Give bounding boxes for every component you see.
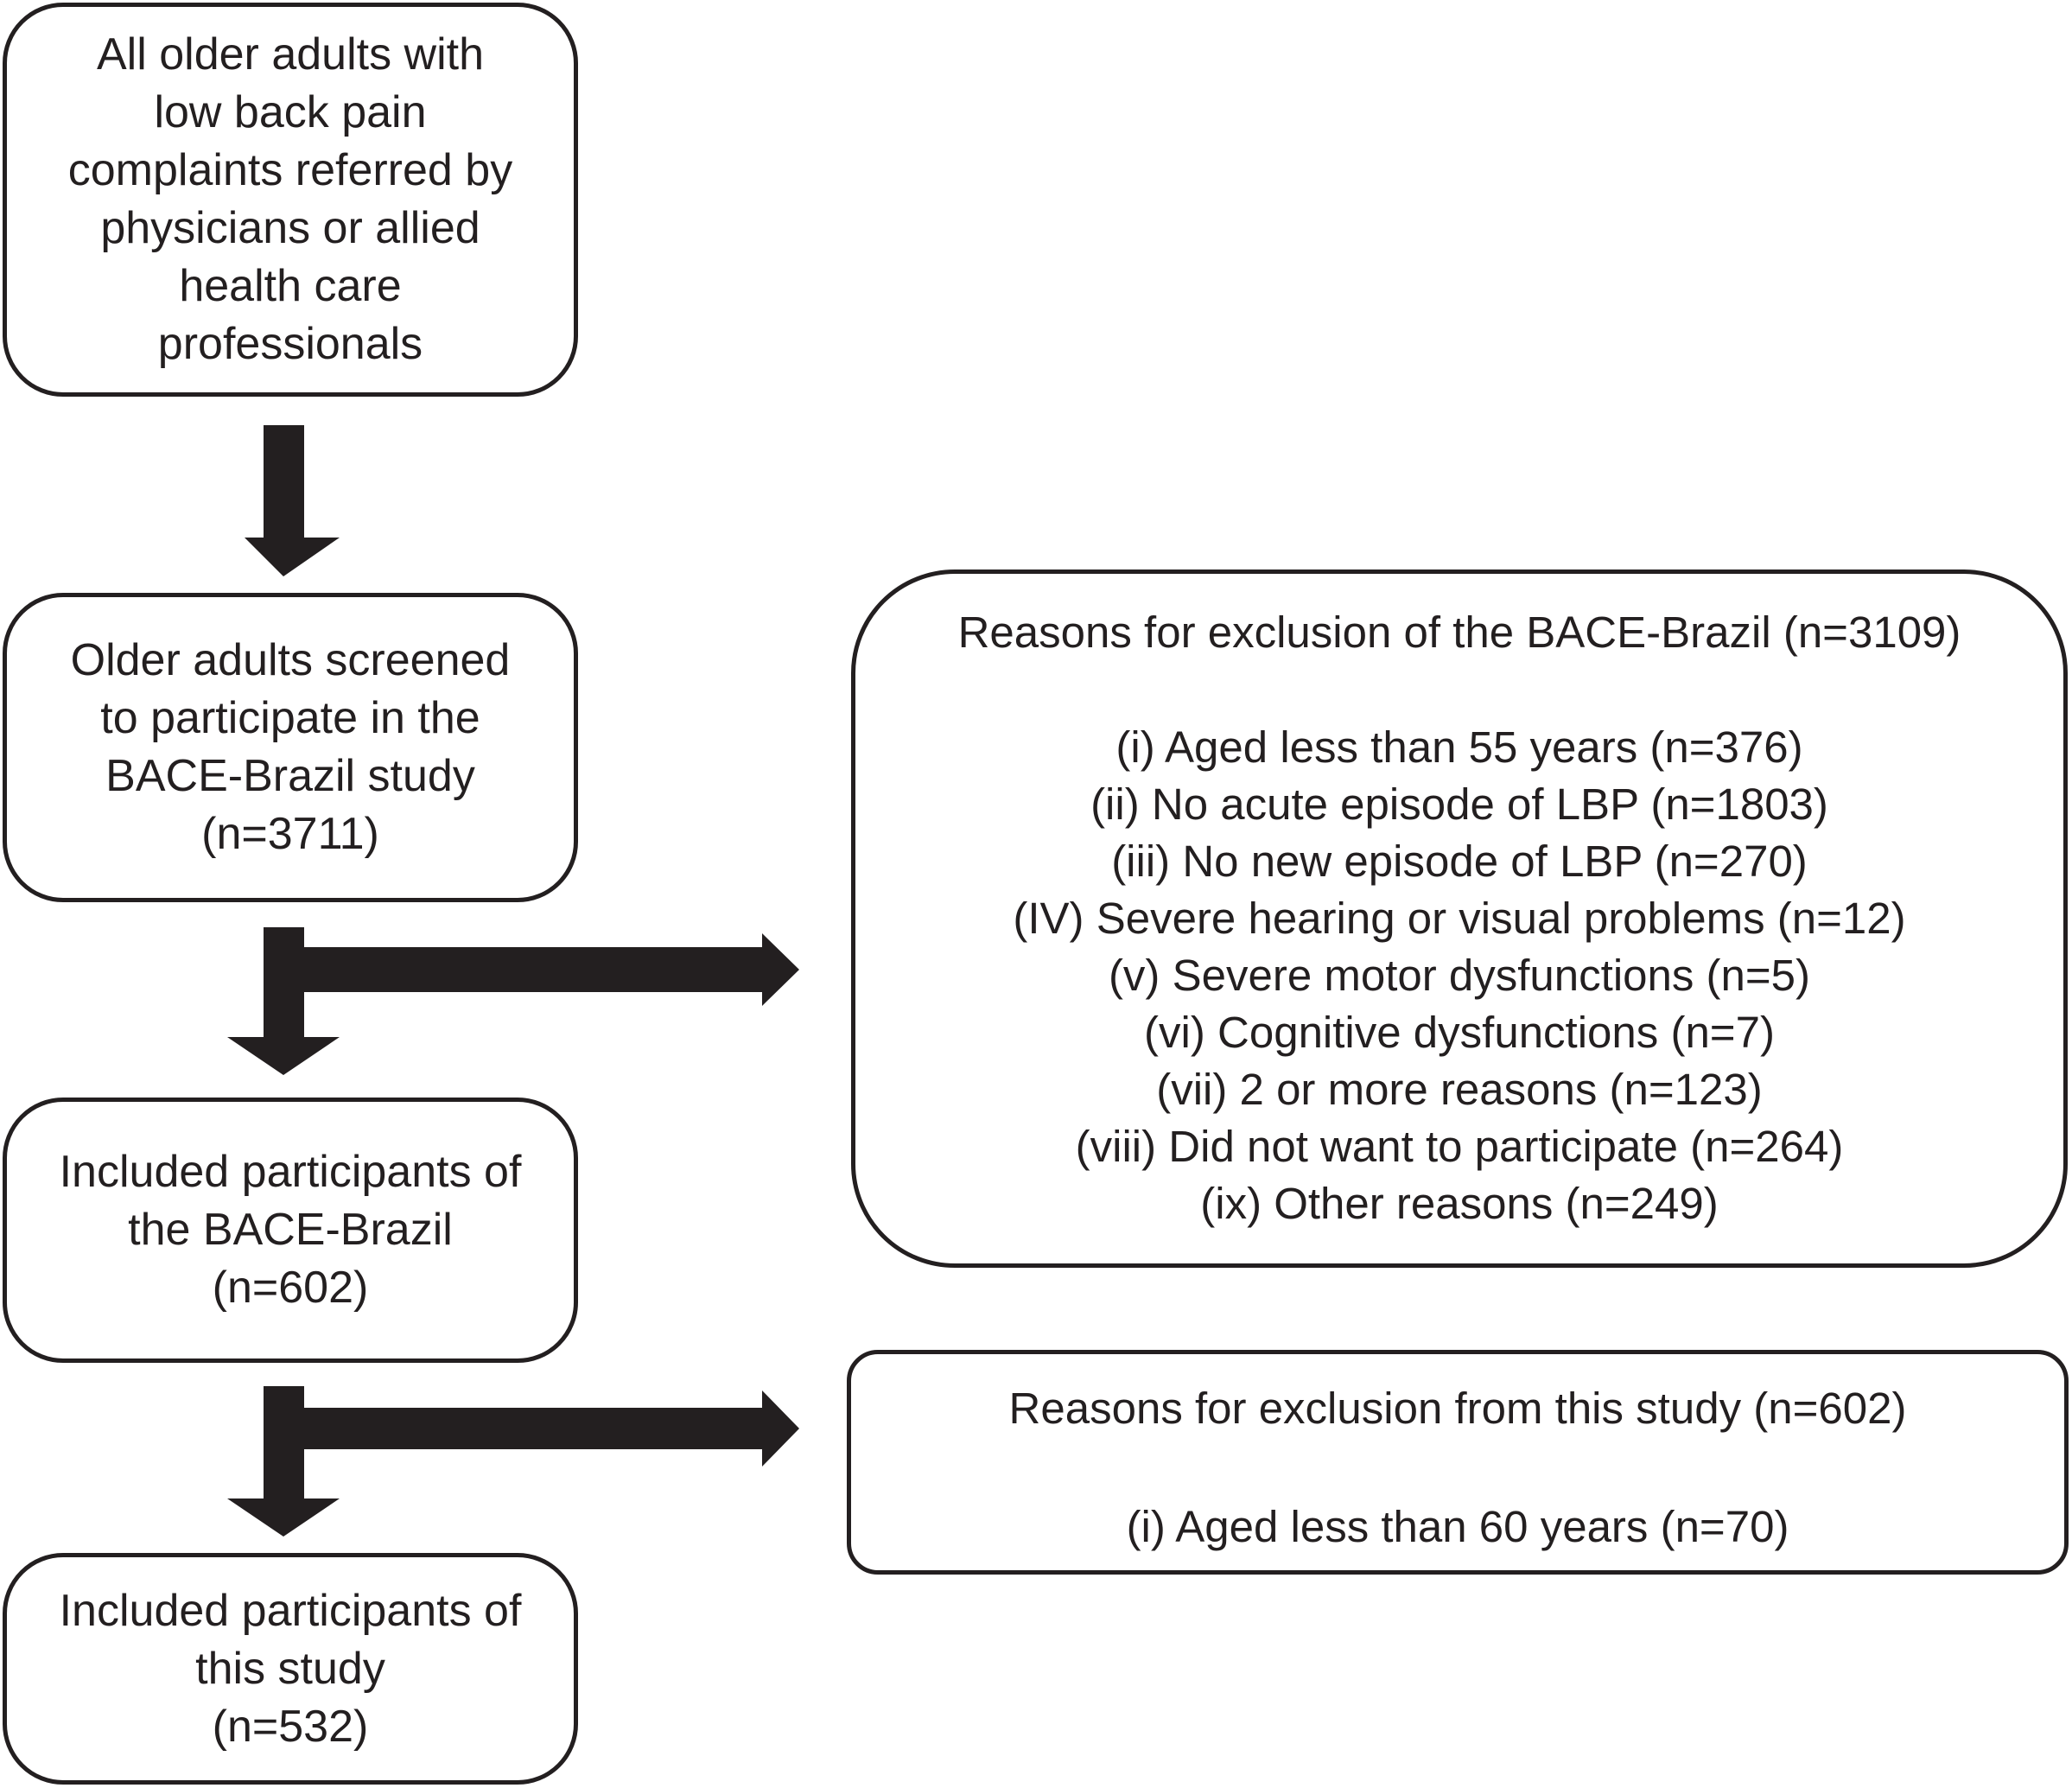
box-all-referred-line: health care [179, 261, 402, 311]
box-included-bace-count: (n=602) [212, 1263, 369, 1313]
box-all-referred-older-adults: All older adults with low back pain comp… [3, 3, 578, 397]
box-all-referred-line: low back pain [154, 87, 427, 137]
box-screened-count: (n=3711) [201, 809, 379, 859]
box-all-referred-line: complaints referred by [67, 145, 513, 195]
arrow-down-1 [245, 425, 340, 576]
box-included-bace-line: Included participants of [59, 1147, 522, 1197]
exclusion-bace-reason: (vii) 2 or more reasons (n=123) [1156, 1065, 1763, 1114]
box-exclusion-bace: Reasons for exclusion of the BACE-Brazil… [851, 569, 2068, 1268]
box-included-bace-line: the BACE-Brazil [128, 1205, 453, 1255]
exclusion-bace-reason: (vi) Cognitive dysfunctions (n=7) [1144, 1008, 1775, 1057]
box-exclusion-study: Reasons for exclusion from this study (n… [847, 1350, 2069, 1575]
box-included-study-line: Included participants of [59, 1585, 522, 1636]
box-included-study-line: this study [195, 1643, 385, 1694]
exclusion-bace-reason: (ii) No acute episode of LBP (n=1803) [1090, 779, 1828, 829]
box-all-referred-line: physicians or allied [100, 203, 480, 253]
box-all-referred-line: professionals [157, 319, 423, 369]
box-included-study: Included participants of this study (n=5… [3, 1553, 578, 1785]
exclusion-study-reason: (i) Aged less than 60 years (n=70) [1126, 1502, 1789, 1551]
box-screened-line: to participate in the [100, 693, 480, 743]
exclusion-bace-reason: (viii) Did not want to participate (n=26… [1075, 1122, 1844, 1171]
exclusion-bace-reason: (ix) Other reasons (n=249) [1200, 1179, 1719, 1228]
box-included-bace: Included participants of the BACE-Brazil… [3, 1098, 578, 1363]
box-screened-line: BACE-Brazil study [105, 751, 475, 801]
exclusion-bace-reason: (iii) No new episode of LBP (n=270) [1111, 837, 1808, 886]
box-screened-line: Older adults screened [70, 635, 511, 685]
arrow-right-exclusion-study [304, 1390, 799, 1467]
exclusion-bace-heading: Reasons for exclusion of the BACE-Brazil… [957, 608, 1961, 657]
exclusion-study-heading: Reasons for exclusion from this study (n… [1008, 1384, 1907, 1433]
box-all-referred-line: All older adults with [97, 29, 484, 80]
exclusion-bace-reason: (IV) Severe hearing or visual problems (… [1013, 894, 1906, 943]
box-included-study-count: (n=532) [212, 1701, 369, 1752]
exclusion-bace-reason: (v) Severe motor dysfunctions (n=5) [1108, 951, 1811, 1000]
arrow-right-exclusion-bace [304, 933, 799, 1006]
arrow-down-2 [227, 927, 340, 1075]
box-screened: Older adults screened to participate in … [3, 593, 578, 902]
arrow-down-3 [227, 1386, 340, 1537]
exclusion-bace-reason: (i) Aged less than 55 years (n=376) [1115, 722, 1803, 772]
